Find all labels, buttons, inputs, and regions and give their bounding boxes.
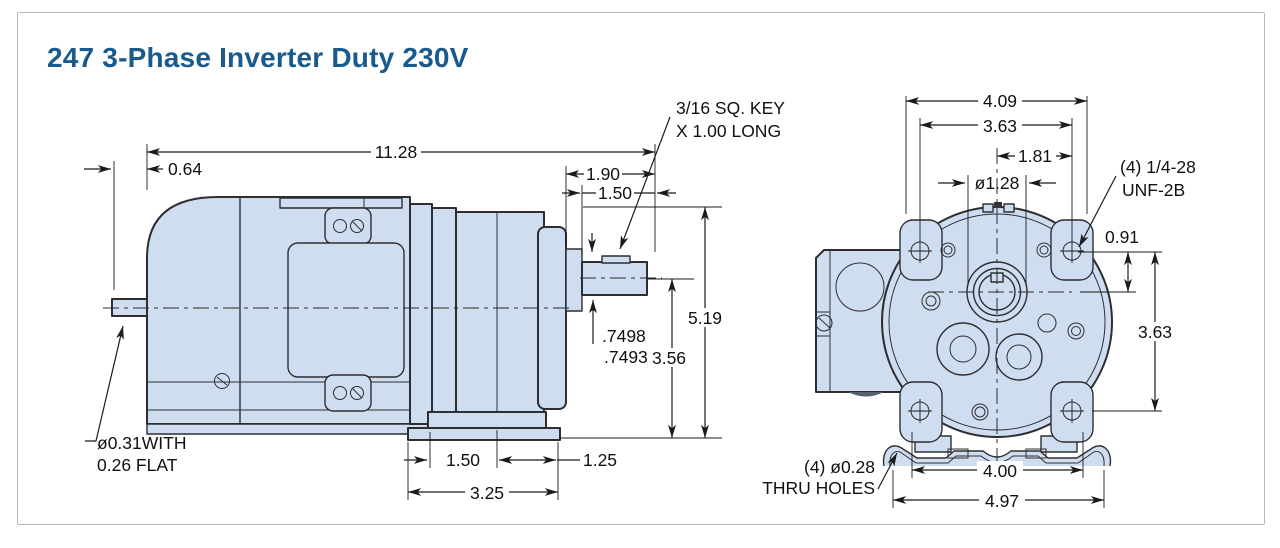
knockout-hole xyxy=(835,262,885,312)
dim-bolt-h: 3.63 xyxy=(1138,322,1172,342)
dim-shaft-dia-hi: .7498 xyxy=(602,326,646,346)
side-view-drawing: 11.28 0.64 1.90 1.50 5.19 3.56 .7498 .74… xyxy=(84,98,785,503)
page-title: 247 3-Phase Inverter Duty 230V xyxy=(47,42,469,73)
dim-shaft-height: 3.56 xyxy=(652,348,686,368)
rear-shaft-callout: ø0.31WITH 0.26 FLAT xyxy=(85,325,186,475)
end-extension-lines xyxy=(892,96,1162,508)
base-plate xyxy=(407,427,561,441)
bolt-pad-bl xyxy=(899,381,943,443)
shaft-key xyxy=(601,255,631,264)
end-view-drawing: 4.09 3.63 1.81 ø1.28 0.91 3.63 4.00 4.97 xyxy=(762,91,1196,511)
gear-housing xyxy=(455,211,545,413)
rear-callout-line2: 0.26 FLAT xyxy=(97,455,178,475)
front-flange xyxy=(537,226,567,410)
thru-callout-line2: THRU HOLES xyxy=(762,478,875,498)
dim-base-width: 4.97 xyxy=(985,491,1019,511)
terminal-plate-bottom xyxy=(324,374,372,412)
key-callout: 3/16 SQ. KEY X 1.00 LONG xyxy=(619,98,785,250)
screw-icon xyxy=(815,314,833,332)
bearing-hub xyxy=(565,248,583,312)
dim-hub-dia: ø1.28 xyxy=(975,173,1020,193)
dim-base-a: 1.50 xyxy=(446,450,480,470)
dim-rear-shaft-ext: 0.64 xyxy=(168,159,202,179)
dim-base-b: 1.25 xyxy=(583,450,617,470)
dim-overall-height: 5.19 xyxy=(688,308,722,328)
bolt-pad-tl xyxy=(899,219,943,281)
key-callout-line2: X 1.00 LONG xyxy=(676,121,781,141)
base-block xyxy=(427,411,547,429)
center-panel xyxy=(287,242,405,378)
gearbox xyxy=(407,203,648,441)
end-dimensions: 4.09 3.63 1.81 ø1.28 0.91 3.63 4.00 4.97 xyxy=(893,91,1177,511)
tap-callout: (4) 1/4-28 UNF-2B xyxy=(1078,157,1196,248)
screw-icon xyxy=(214,373,230,389)
motor-body xyxy=(111,196,454,435)
side-extension-lines xyxy=(113,144,722,500)
dim-overall-length: 11.28 xyxy=(375,142,418,162)
key-callout-line1: 3/16 SQ. KEY xyxy=(676,98,785,118)
tap-callout-line1: (4) 1/4-28 xyxy=(1120,157,1196,177)
dim-bolt-w: 3.63 xyxy=(983,116,1017,136)
thru-holes-callout: (4) ø0.28 THRU HOLES xyxy=(762,452,898,498)
rear-callout-line1: ø0.31WITH xyxy=(97,433,186,453)
terminal-plate-top xyxy=(324,207,372,245)
dim-shaft-dia-lo: .7493 xyxy=(604,347,648,367)
dim-half-w: 1.81 xyxy=(1018,146,1052,166)
side-dimensions: 11.28 0.64 1.90 1.50 5.19 3.56 .7498 .74… xyxy=(84,142,726,503)
dim-shaft-offset: 0.91 xyxy=(1105,227,1139,247)
dim-base-holes: 4.00 xyxy=(983,461,1017,481)
dim-shaft-len: 1.50 xyxy=(598,183,632,203)
dim-overall-w: 4.09 xyxy=(983,91,1017,111)
thru-callout-line1: (4) ø0.28 xyxy=(804,457,875,477)
dim-base-w: 3.25 xyxy=(470,483,504,503)
tap-callout-line2: UNF-2B xyxy=(1122,180,1185,200)
top-rail xyxy=(279,197,403,209)
dim-shaft-proj: 1.90 xyxy=(586,164,620,184)
